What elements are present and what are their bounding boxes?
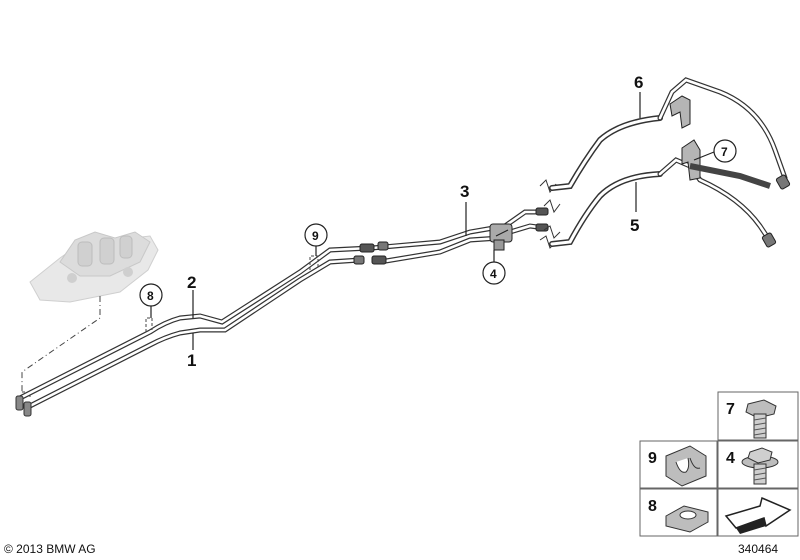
legend-label-9: 9 bbox=[648, 450, 657, 467]
leader-line-ghost bbox=[21, 296, 101, 392]
hose-6-bracket bbox=[669, 95, 691, 129]
pipe-clip-9-icon bbox=[665, 445, 707, 487]
callout-2: 2 bbox=[187, 273, 196, 292]
callout-8-circle: 8 bbox=[139, 283, 163, 307]
callout-7-circle: 7 bbox=[713, 139, 737, 163]
diagram-number: 340464 bbox=[738, 542, 778, 556]
brake-line-1 bbox=[23, 257, 363, 411]
callout-9: 9 bbox=[312, 229, 319, 243]
brake-line-3 bbox=[369, 209, 548, 265]
distributor-block bbox=[489, 223, 513, 251]
legend-label-8: 8 bbox=[648, 498, 657, 515]
callout-leaders bbox=[150, 92, 715, 350]
callout-1: 1 bbox=[187, 351, 196, 370]
hose-6-end-fitting bbox=[775, 174, 791, 190]
callout-8: 8 bbox=[147, 289, 154, 303]
callout-4: 4 bbox=[490, 267, 497, 281]
hose-5-bracket bbox=[681, 139, 771, 189]
clip-bracket-9 bbox=[309, 255, 319, 270]
callout-9-circle: 9 bbox=[304, 223, 328, 247]
parts-legend: 7 9 4 8 bbox=[639, 391, 799, 537]
legend-label-4: 4 bbox=[726, 450, 735, 467]
pipe-end-fittings-left bbox=[15, 395, 32, 417]
arrow-icon bbox=[724, 496, 792, 534]
callout-4-circle: 4 bbox=[482, 261, 506, 285]
bolt-7-icon bbox=[745, 399, 777, 439]
ghosted-valve-unit bbox=[29, 231, 159, 303]
copyright-text: © 2013 BMW AG bbox=[4, 542, 96, 556]
brake-line-2 bbox=[17, 245, 373, 401]
callout-5: 5 bbox=[630, 216, 639, 235]
clip-nut-8-icon bbox=[665, 505, 709, 533]
pipe-fittings-mid bbox=[353, 207, 549, 265]
bolt-4-icon bbox=[741, 447, 779, 485]
callout-3: 3 bbox=[460, 182, 469, 201]
clip-bracket-8 bbox=[145, 317, 153, 332]
callout-7: 7 bbox=[721, 145, 728, 159]
hose-5-end-fitting bbox=[761, 232, 777, 248]
callout-6: 6 bbox=[634, 73, 643, 92]
brake-hose-6 bbox=[549, 77, 788, 191]
legend-label-7: 7 bbox=[726, 401, 735, 418]
